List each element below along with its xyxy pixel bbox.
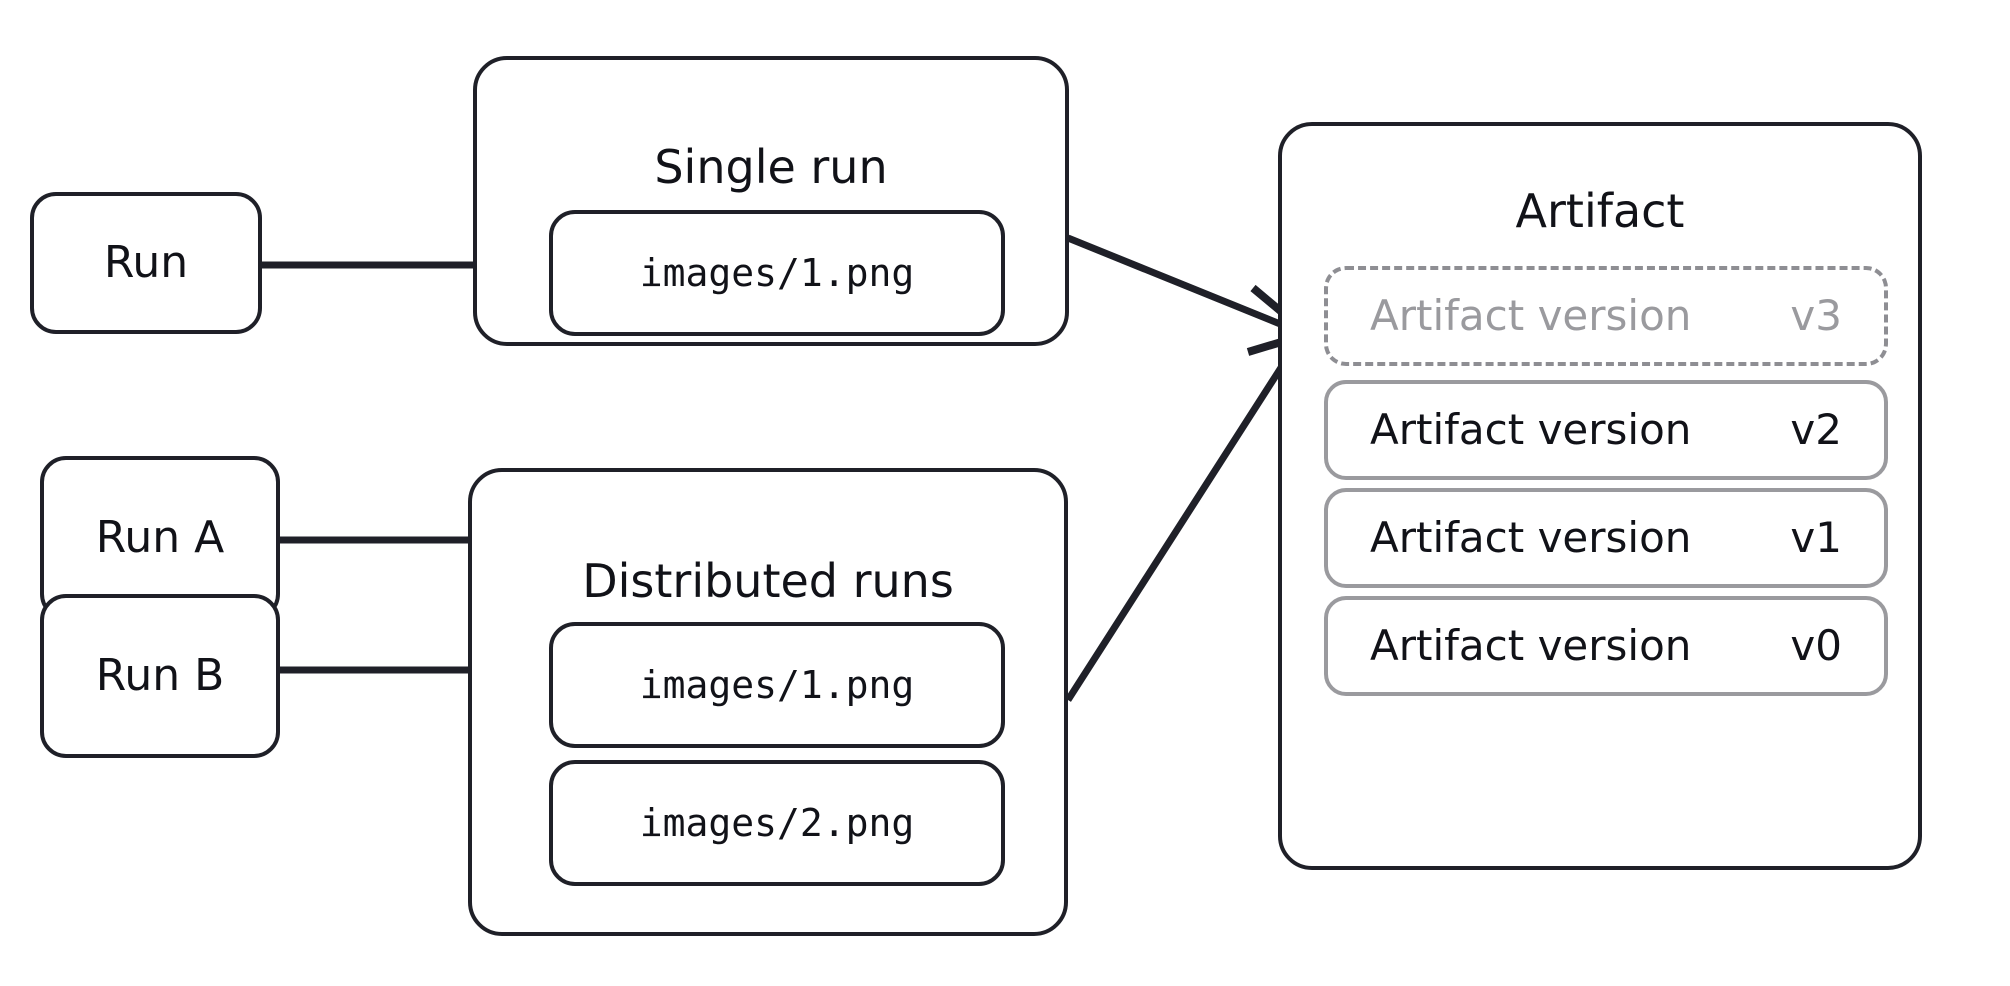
edge-distributed-runs-to-artifact: [1065, 336, 1303, 702]
artifact-version-name: Artifact version: [1370, 405, 1692, 454]
artifact-version-row-v3[interactable]: Artifact version v3: [1324, 266, 1888, 366]
node-run-b-label: Run B: [95, 650, 225, 701]
artifact-version-tag: v2: [1790, 405, 1842, 454]
artifact-panel-title: Artifact: [1515, 184, 1685, 238]
file-box-distributed-2[interactable]: images/2.png: [549, 760, 1005, 886]
artifact-panel: Artifact Artifact version v3 Artifact ve…: [1278, 122, 1922, 870]
artifact-version-name: Artifact version: [1370, 513, 1692, 562]
edge-single-run-to-artifact: [1066, 234, 1302, 336]
artifact-version-row-v1[interactable]: Artifact version v1: [1324, 488, 1888, 588]
file-path-label: images/1.png: [639, 251, 915, 295]
artifact-version-tag: v0: [1790, 621, 1842, 670]
node-run-label: Run: [103, 237, 189, 288]
artifact-version-tag: v1: [1790, 513, 1842, 562]
artifact-version-name: Artifact version: [1370, 621, 1692, 670]
file-path-label: images/1.png: [639, 663, 915, 707]
node-run-b[interactable]: Run B: [40, 594, 280, 758]
node-run[interactable]: Run: [30, 192, 262, 334]
artifact-version-row-v0[interactable]: Artifact version v0: [1324, 596, 1888, 696]
artifact-version-row-v2[interactable]: Artifact version v2: [1324, 380, 1888, 480]
file-path-label: images/2.png: [639, 801, 915, 845]
file-box-distributed-1[interactable]: images/1.png: [549, 622, 1005, 748]
group-distributed-runs: Distributed runs images/1.png images/2.p…: [468, 468, 1068, 936]
file-box-single-run-1[interactable]: images/1.png: [549, 210, 1005, 336]
artifact-version-name: Artifact version: [1370, 291, 1692, 340]
artifact-version-tag: v3: [1790, 291, 1842, 340]
group-single-run-title: Single run: [654, 140, 888, 194]
group-single-run: Single run images/1.png: [473, 56, 1069, 346]
group-distributed-runs-title: Distributed runs: [582, 554, 954, 608]
node-run-a-label: Run A: [95, 512, 225, 563]
